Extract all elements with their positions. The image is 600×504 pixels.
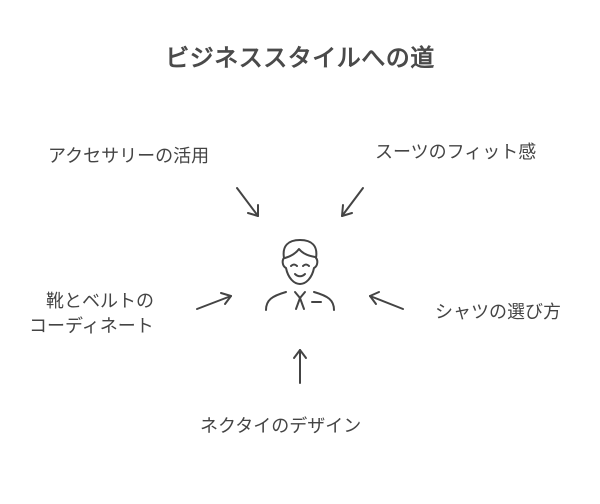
- arrow-from-tie: [293, 349, 307, 384]
- businessman-icon: [265, 239, 335, 311]
- diagram-title: ビジネススタイルへの道: [165, 44, 435, 72]
- node-shirt: シャツの選び方: [435, 302, 561, 323]
- node-tie: ネクタイのデザイン: [200, 416, 362, 437]
- node-accessories: アクセサリーの活用: [48, 146, 210, 167]
- node-suit-fit: スーツのフィット感: [375, 142, 537, 163]
- arrow-from-shoes-belt: [196, 292, 232, 310]
- arrow-from-suit-fit: [341, 187, 364, 217]
- node-shoes-belt-line1: 靴とベルトの: [46, 291, 154, 312]
- node-shoes-belt-line2: コーディネート: [29, 316, 154, 337]
- arrow-from-shirt: [369, 291, 404, 310]
- arrow-from-accessories: [236, 187, 259, 217]
